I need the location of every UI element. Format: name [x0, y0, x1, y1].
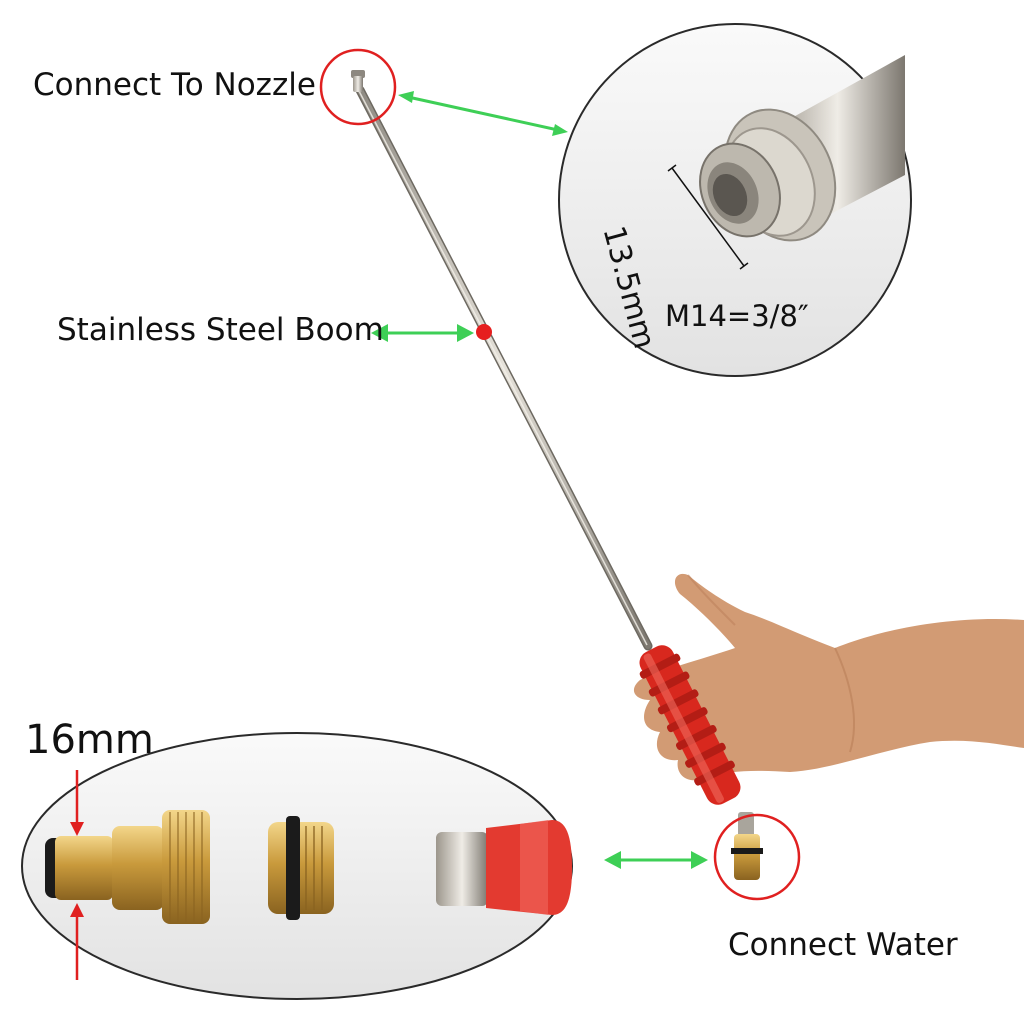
boom-marker-dot	[476, 324, 492, 340]
red-end-fitting	[436, 820, 572, 915]
water-callout-circle	[713, 813, 801, 901]
water-connector	[731, 812, 763, 880]
boom-arrow	[371, 324, 474, 342]
red-handle-grip	[639, 645, 741, 805]
stainless-steel-boom-label: Stainless Steel Boom	[57, 312, 384, 348]
connect-to-nozzle-label: Connect To Nozzle	[33, 67, 316, 103]
nozzle-callout-circle	[319, 48, 397, 126]
nozzle-tip	[351, 70, 365, 92]
parts-detail-inset	[21, 732, 573, 1000]
water-arrow	[604, 851, 708, 869]
stainless-steel-boom	[355, 85, 653, 651]
threaded-adapter	[268, 816, 334, 920]
thread-size-label: M14=3/8″	[665, 299, 809, 333]
diameter-16mm-marker	[70, 770, 84, 980]
nozzle-arrow	[398, 91, 568, 136]
brass-quick-connector	[45, 810, 210, 924]
thread-detail-inset	[558, 23, 912, 377]
diameter-16mm-label: 16mm	[25, 717, 154, 763]
connect-water-label: Connect Water	[728, 927, 958, 963]
hand	[633, 573, 1024, 781]
